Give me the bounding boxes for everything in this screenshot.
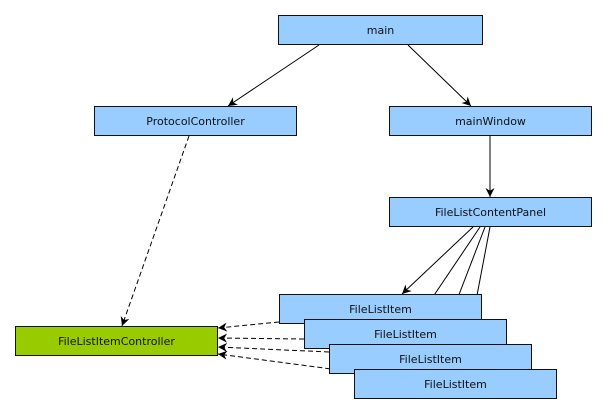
node-mainWindow[interactable]: mainWindow (389, 106, 592, 136)
node-main[interactable]: main (278, 15, 483, 45)
edge-fileListItem1-to-fileListItemController (217, 321, 280, 332)
edge-main-to-protocolController (227, 44, 320, 107)
node-label: FileListContentPanel (434, 205, 547, 219)
node-fileListItem4[interactable]: FileListItem (354, 369, 557, 399)
node-fileListContentPanel[interactable]: FileListContentPanel (389, 197, 592, 227)
node-label: main (366, 23, 395, 37)
node-label: ProtocolController (146, 114, 245, 128)
node-label: FileListItemController (58, 334, 175, 348)
edge-fileListItem2-to-fileListItemController (217, 333, 305, 343)
edge-fileListItem4-to-fileListItemController (217, 350, 355, 373)
edge-protocolController-to-fileListItemController (120, 135, 190, 327)
node-label: FileListItem (424, 377, 487, 391)
edge-fileListContentPanel-to-fileListItem1 (401, 226, 474, 295)
node-label: FileListItem (399, 352, 462, 366)
node-label: mainWindow (455, 114, 526, 128)
edge-fileListItem3-to-fileListItemController (217, 342, 330, 353)
edge-main-to-mainWindow (407, 44, 472, 107)
node-label: FileListItem (349, 302, 412, 316)
node-protocolController[interactable]: ProtocolController (94, 106, 297, 136)
node-label: FileListItem (374, 327, 437, 341)
node-fileListItemController[interactable]: FileListItemController (15, 326, 218, 356)
